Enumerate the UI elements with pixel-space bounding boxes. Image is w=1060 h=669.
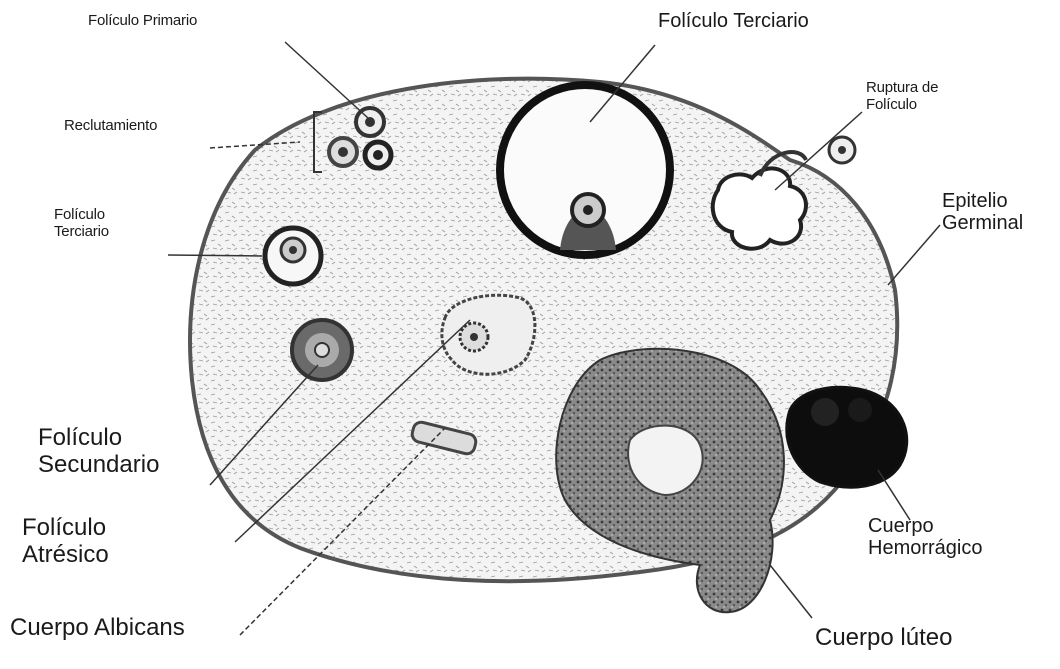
label-reclutamiento: Reclutamiento xyxy=(64,118,157,135)
label-foliculo-terciario-small: Folículo Terciario xyxy=(54,207,109,241)
atretic-follicle xyxy=(442,295,535,374)
label-secundario-line1: Folículo xyxy=(38,425,159,452)
leader-epitelio xyxy=(888,225,940,285)
label-atresico-line1: Folículo xyxy=(22,515,109,542)
leader-foliculo-primario xyxy=(285,42,368,118)
leader-foliculo-terciario-small xyxy=(168,255,262,256)
label-luteo: Cuerpo lúteo xyxy=(815,625,952,652)
small-tertiary-follicle xyxy=(265,228,321,284)
label-foliculo-terciario-small-line1: Folículo xyxy=(54,207,109,224)
label-epitelio-line1: Epitelio xyxy=(942,190,1023,212)
label-secundario-line2: Secundario xyxy=(38,452,159,479)
leader-luteo xyxy=(770,565,812,618)
secondary-follicle xyxy=(292,320,352,380)
label-hemorragico-line2: Hemorrágico xyxy=(868,537,982,559)
large-tertiary-follicle xyxy=(500,85,670,255)
label-foliculo-terciario-small-line2: Terciario xyxy=(54,224,109,241)
corpus-hemorrhagicum xyxy=(787,387,907,487)
label-albicans: Cuerpo Albicans xyxy=(10,615,185,642)
label-atresico-line2: Atrésico xyxy=(22,542,109,569)
label-ruptura: Ruptura de Folículo xyxy=(866,80,938,114)
label-foliculo-terciario-top: Folículo Terciario xyxy=(658,10,809,32)
label-ruptura-line1: Ruptura de xyxy=(866,80,938,97)
label-epitelio-line2: Germinal xyxy=(942,212,1023,234)
label-ruptura-line2: Folículo xyxy=(866,97,938,114)
label-hemorragico-line1: Cuerpo xyxy=(868,515,982,537)
label-secundario: Folículo Secundario xyxy=(38,425,159,479)
label-foliculo-primario: Folículo Primario xyxy=(88,13,197,30)
leader-hemorragico xyxy=(878,470,910,520)
label-hemorragico: Cuerpo Hemorrágico xyxy=(868,515,982,560)
label-atresico: Folículo Atrésico xyxy=(22,515,109,569)
label-epitelio: Epitelio Germinal xyxy=(942,190,1023,235)
